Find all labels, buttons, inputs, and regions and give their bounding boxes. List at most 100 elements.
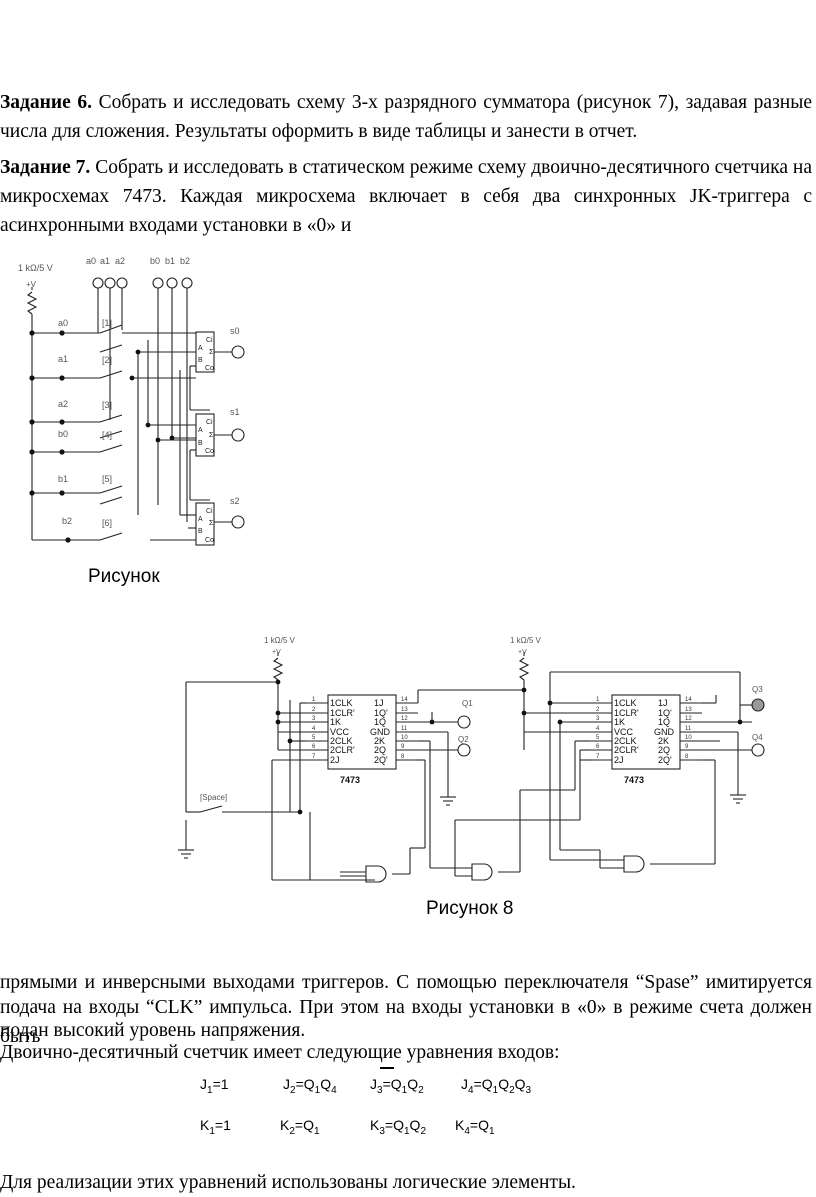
fig7-adder3-b: B	[198, 528, 203, 535]
body-line3: подан высокий уровень напряжения.	[0, 1020, 306, 1041]
chip2-num-l6: 6	[596, 744, 600, 750]
chip2-num-r7: 8	[685, 754, 689, 760]
chip1-num-r6: 9	[401, 744, 405, 750]
fig8-out-q3: Q3	[752, 685, 763, 694]
equation-k2: K2=Q1	[280, 1117, 320, 1137]
chip2-num-r4: 11	[685, 726, 692, 732]
fig7-adder2-b: B	[198, 440, 203, 447]
chip2-pin-l5: 2CLK	[614, 736, 637, 746]
task6-line2: числа для сложения. Результаты оформить …	[0, 121, 638, 142]
chip2-num-l1: 1	[596, 697, 600, 703]
fig7-top-b2: b2	[180, 256, 190, 266]
chip2-num-r5: 10	[685, 735, 692, 741]
fig7-key-5: [5]	[102, 474, 112, 484]
body-line1: прямыми и инверсными выходами триггеров.…	[0, 972, 812, 993]
chip1-pin-r5: 2K	[374, 736, 385, 746]
chip2-pin-r1: 1J	[658, 698, 668, 708]
equation-k3: K3=Q1Q2	[370, 1117, 426, 1137]
chip2-name: 7473	[624, 775, 644, 785]
chip1-num-l4: 4	[312, 726, 316, 732]
chip2-pin-r2: 1Q'	[658, 708, 672, 718]
fig7-key-4: [4]	[102, 430, 112, 440]
chip2-num-l7: 7	[596, 754, 600, 760]
fig7-key-2: [2]	[102, 355, 112, 365]
fig7-adder1-a: A	[198, 345, 203, 352]
equation-k4: K4=Q1	[455, 1117, 495, 1137]
chip2-num-r6: 9	[685, 744, 689, 750]
equation-j1: J1=1	[200, 1076, 229, 1096]
chip1-num-l6: 6	[312, 744, 316, 750]
fig7-adder1-co: Co	[205, 365, 214, 372]
chip1-pin-r6: 2Q	[374, 745, 386, 755]
equation-j3: J3=Q1Q2	[370, 1067, 424, 1096]
chip2-num-l5: 5	[596, 735, 600, 741]
chip2-pin-l7: 2J	[614, 755, 624, 765]
fig7-adder3-a: A	[198, 516, 203, 523]
chip1-num-l3: 3	[312, 716, 316, 722]
chip2-pin-r5: 2K	[658, 736, 669, 746]
fig8-vcc-right: +V	[518, 649, 527, 656]
chip1-num-r1: 14	[401, 697, 408, 703]
fig7-top-a0: a0	[86, 256, 96, 266]
chip2-num-r2: 13	[685, 707, 692, 713]
task7-heading: Задание 7.	[0, 157, 91, 178]
chip1-pin-l1: 1CLK	[330, 698, 353, 708]
fig8-out-q1: Q1	[462, 699, 473, 708]
chip1-num-r3: 12	[401, 716, 408, 722]
fig7-out-s1: s1	[230, 407, 240, 417]
fig7-side-a1: a1	[58, 354, 68, 364]
fig7-key-6: [6]	[102, 518, 112, 528]
fig7-key-3: [3]	[102, 400, 112, 410]
task6-text-1: Собрать и исследовать схему 3-х разрядно…	[92, 92, 812, 113]
fig8-vcc-left: +V	[272, 649, 281, 656]
chip1-num-l5: 5	[312, 735, 316, 741]
chip2-num-r3: 12	[685, 716, 692, 722]
fig7-side-b1: b1	[58, 474, 68, 484]
chip2-pin-l3: 1K	[614, 717, 625, 727]
chip2-num-l4: 4	[596, 726, 600, 732]
fig8-out-q4: Q4	[752, 733, 763, 742]
chip2-num-l2: 2	[596, 707, 600, 713]
fig8-source-right-label: 1 kΩ/5 V	[510, 636, 542, 645]
fig7-adder1-ci: Ci	[206, 337, 213, 344]
fig7-adder1-s: Σ	[209, 349, 214, 356]
figure8-caption: Рисунок 8	[426, 898, 514, 919]
chip1-num-r2: 13	[401, 707, 408, 713]
fig7-adder3-co: Co	[205, 537, 214, 544]
chip1-name: 7473	[340, 775, 360, 785]
fig7-vcc: +V	[26, 280, 37, 289]
equation-j2: J2=Q1Q4	[283, 1076, 337, 1096]
fig7-out-s2: s2	[230, 496, 240, 506]
fig7-adder3-ci: Ci	[206, 508, 213, 515]
chip2-pin-l1: 1CLK	[614, 698, 637, 708]
figure7-caption: Рисунок	[88, 566, 160, 587]
chip2-pin-r6: 2Q	[658, 745, 670, 755]
chip1-pin-r2: 1Q'	[374, 708, 388, 718]
chip1-num-l1: 1	[312, 697, 316, 703]
task6-line1: Задание 6. Собрать и исследовать схему 3…	[0, 88, 812, 117]
equation-j4: J4=Q1Q2Q3	[461, 1076, 532, 1096]
fig7-adder2-a: A	[198, 427, 203, 434]
chip1-pin-r1: 1J	[374, 698, 384, 708]
chip1-pin-r4: GND	[370, 727, 391, 737]
task6-heading: Задание 6.	[0, 92, 92, 113]
chip2-num-l3: 3	[596, 716, 600, 722]
fig7-side-b2: b2	[62, 516, 72, 526]
chip1-num-l7: 7	[312, 754, 316, 760]
chip1-pin-l6: 2CLR'	[330, 745, 355, 755]
chip2-pin-l2: 1CLR'	[614, 708, 639, 718]
fig7-side-a0: a0	[58, 318, 68, 328]
fig7-side-b0: b0	[58, 429, 68, 439]
chip1-pin-l7: 2J	[330, 755, 340, 765]
body-line2: подача на входы “CLK” импульса. При этом…	[0, 997, 812, 1047]
chip2-pin-r3: 1Q	[658, 717, 670, 727]
fig7-top-a2: a2	[115, 256, 125, 266]
fig7-out-s0: s0	[230, 326, 240, 336]
task7-text-1: Собрать и исследовать в статическом режи…	[90, 157, 812, 178]
chip2-num-r1: 14	[685, 697, 692, 703]
task7-line1: Задание 7. Собрать и исследовать в стати…	[0, 153, 812, 182]
chip1-num-r7: 8	[401, 754, 405, 760]
fig7-adder2-co: Co	[205, 448, 214, 455]
task7-line3: асинхронными входами установки в «0» и	[0, 215, 352, 236]
